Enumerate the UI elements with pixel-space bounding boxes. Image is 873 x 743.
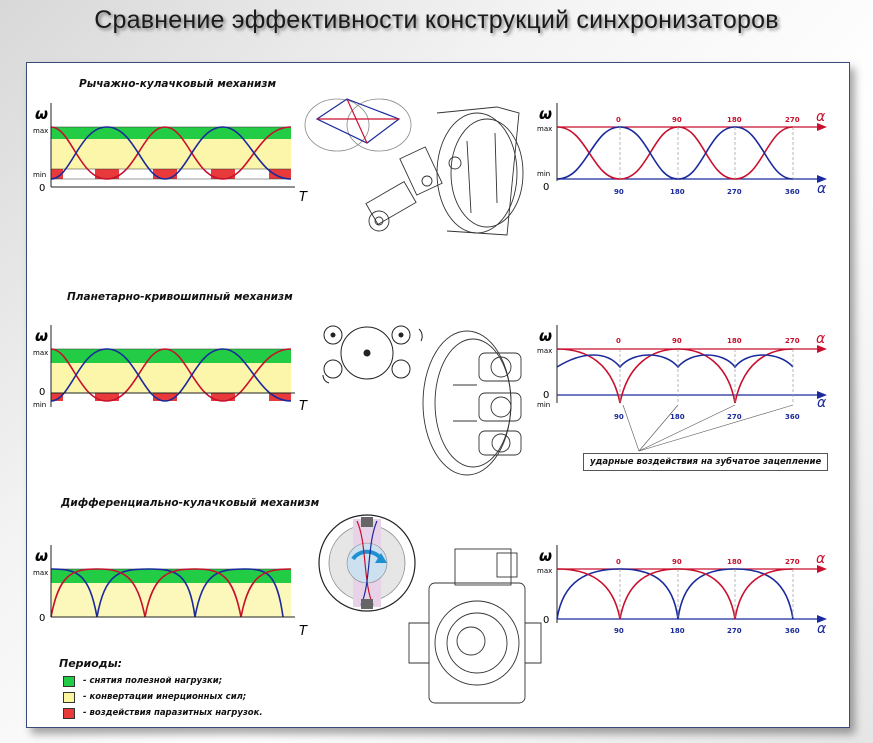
svg-text:α: α [816, 331, 826, 347]
svg-text:270: 270 [727, 413, 742, 421]
svg-text:0: 0 [39, 387, 45, 398]
svg-text:0: 0 [543, 390, 549, 401]
svg-text:0: 0 [616, 116, 621, 124]
svg-text:90: 90 [614, 188, 624, 196]
svg-text:90: 90 [672, 337, 682, 345]
impact-callout: ударные воздействия на зубчатое зацеплен… [583, 453, 829, 471]
svg-text:T: T [299, 399, 308, 414]
svg-text:max: max [537, 567, 552, 575]
svg-text:min: min [537, 170, 550, 178]
legend-label: - снятия полезной нагрузки; [83, 676, 223, 686]
svg-text:360: 360 [785, 413, 800, 421]
legend-swatch-green [63, 675, 75, 687]
chart-planetary-crank-angle: ω max 0 min α α 0 90 180 270 90 180 270 … [537, 325, 827, 452]
mechanism-label-planetary-crank: Планетарно-кривошипный механизм [67, 291, 293, 303]
svg-text:180: 180 [727, 116, 742, 124]
svg-text:ω: ω [539, 105, 552, 123]
legend-title: Периоды: [59, 657, 123, 670]
axis-zero: 0 [39, 183, 45, 194]
axis-omega: ω [35, 105, 48, 123]
svg-text:0: 0 [543, 182, 549, 193]
svg-text:α: α [817, 621, 827, 637]
chart-lever-cam-angle: ω max min 0 α α 0 90 180 270 90 180 270 … [537, 103, 827, 197]
svg-text:0: 0 [616, 558, 621, 566]
axis-max: max [33, 127, 48, 135]
svg-text:0: 0 [39, 613, 45, 624]
svg-text:ω: ω [35, 547, 48, 565]
svg-text:180: 180 [670, 627, 685, 635]
differential-cam-mechanism-sketch [408, 548, 542, 704]
svg-text:270: 270 [785, 116, 800, 124]
svg-text:180: 180 [727, 558, 742, 566]
svg-text:360: 360 [785, 188, 800, 196]
svg-text:180: 180 [727, 337, 742, 345]
svg-text:270: 270 [727, 188, 742, 196]
svg-text:ω: ω [539, 327, 552, 345]
differential-cam-diagram [318, 514, 416, 612]
content-panel: Рычажно-кулачковый механизм Планетарно-к… [26, 62, 850, 728]
svg-text:90: 90 [672, 116, 682, 124]
svg-text:ω: ω [35, 327, 48, 345]
svg-text:max: max [33, 569, 48, 577]
mechanism-label-differential-cam: Дифференциально-кулачковый механизм [61, 497, 320, 509]
legend-item-useful-load: - снятия полезной нагрузки; [63, 675, 222, 687]
svg-text:α: α [817, 181, 827, 197]
svg-text:max: max [537, 347, 552, 355]
legend-label: - воздействия паразитных нагрузок. [83, 708, 263, 718]
legend-item-inertial-conversion: - конвертации инерционных сил; [63, 691, 246, 703]
svg-text:360: 360 [785, 627, 800, 635]
svg-text:max: max [33, 349, 48, 357]
svg-text:270: 270 [727, 627, 742, 635]
chart-differential-cam-time: ω max 0 T [33, 545, 308, 639]
svg-text:T: T [299, 624, 308, 639]
svg-text:min: min [33, 401, 46, 409]
chart-planetary-crank-time: ω max 0 min T [33, 325, 308, 414]
svg-text:α: α [816, 551, 826, 567]
svg-text:180: 180 [670, 188, 685, 196]
svg-text:max: max [537, 125, 552, 133]
legend-swatch-red [63, 707, 75, 719]
svg-text:270: 270 [785, 337, 800, 345]
legend-swatch-yellow [63, 691, 75, 703]
lever-cam-mechanism-sketch [365, 106, 524, 236]
svg-text:0: 0 [543, 615, 549, 626]
chart-differential-cam-angle: ω max 0 α α 0 90 180 270 90 180 270 360 [537, 545, 827, 637]
diagram-canvas: ω max min 0 T [33, 98, 827, 704]
svg-text:90: 90 [614, 627, 624, 635]
page-title: Сравнение эффективности конструкций синх… [94, 6, 779, 34]
legend-item-parasitic-load: - воздействия паразитных нагрузок. [63, 707, 263, 719]
svg-text:90: 90 [614, 413, 624, 421]
legend-label: - конвертации инерционных сил; [83, 692, 247, 702]
svg-text:270: 270 [785, 558, 800, 566]
axis-min: min [33, 171, 46, 179]
svg-text:min: min [537, 401, 550, 409]
svg-text:90: 90 [672, 558, 682, 566]
svg-text:ω: ω [539, 547, 552, 565]
mechanism-label-lever-cam: Рычажно-кулачковый механизм [79, 78, 277, 90]
rhombus-diagram [304, 98, 412, 152]
axis-time: T [299, 190, 308, 205]
svg-text:0: 0 [616, 337, 621, 345]
svg-text:180: 180 [670, 413, 685, 421]
svg-text:α: α [816, 109, 826, 125]
planetary-crank-mechanism-sketch [422, 330, 522, 476]
planetary-gear-diagram [322, 325, 423, 384]
chart-lever-cam-time: ω max min 0 T [33, 103, 308, 205]
svg-text:α: α [817, 395, 827, 411]
